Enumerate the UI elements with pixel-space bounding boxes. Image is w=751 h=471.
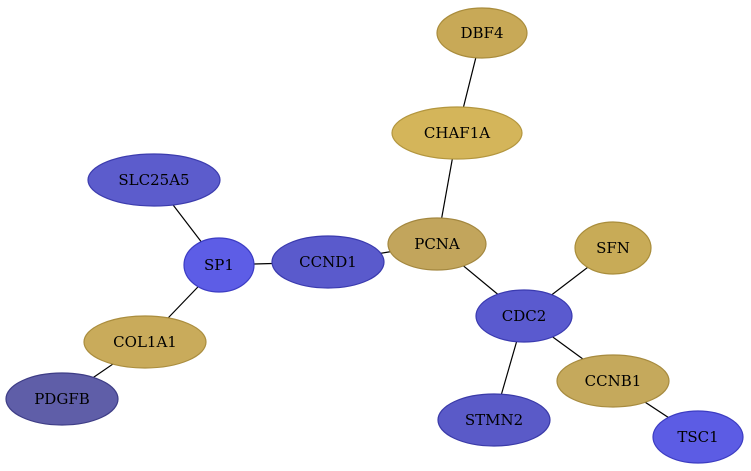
node-ellipse[interactable] [556, 354, 670, 408]
node-ellipse[interactable] [5, 372, 119, 426]
node-ellipse[interactable] [574, 221, 652, 275]
node-label: CCND1 [299, 253, 357, 271]
node-chaf1a[interactable]: CHAF1A [391, 106, 523, 160]
node-pdgfb[interactable]: PDGFB [5, 372, 119, 426]
node-ellipse[interactable] [83, 315, 207, 369]
node-label: PDGFB [34, 390, 90, 408]
node-label: COL1A1 [113, 333, 177, 351]
node-pcna[interactable]: PCNA [387, 217, 487, 271]
node-tsc1[interactable]: TSC1 [652, 410, 744, 464]
node-sfn[interactable]: SFN [574, 221, 652, 275]
node-ellipse[interactable] [436, 7, 528, 59]
node-ellipse[interactable] [87, 153, 221, 207]
node-label: DBF4 [460, 24, 503, 42]
node-label: TSC1 [677, 428, 718, 446]
node-ccnd1[interactable]: CCND1 [271, 235, 385, 289]
node-ellipse[interactable] [437, 393, 551, 447]
node-label: PCNA [414, 235, 460, 253]
node-sp1[interactable]: SP1 [183, 237, 255, 293]
node-label: CDC2 [502, 307, 547, 325]
node-slc25a5[interactable]: SLC25A5 [87, 153, 221, 207]
node-label: SFN [596, 239, 630, 257]
node-col1a1[interactable]: COL1A1 [83, 315, 207, 369]
node-label: STMN2 [465, 411, 523, 429]
node-label: SP1 [204, 256, 234, 274]
node-ellipse[interactable] [475, 289, 573, 343]
node-label: CCNB1 [585, 372, 642, 390]
node-label: SLC25A5 [118, 171, 189, 189]
node-label: CHAF1A [424, 124, 490, 142]
node-cdc2[interactable]: CDC2 [475, 289, 573, 343]
node-dbf4[interactable]: DBF4 [436, 7, 528, 59]
node-ellipse[interactable] [391, 106, 523, 160]
node-ellipse[interactable] [183, 237, 255, 293]
node-ccnb1[interactable]: CCNB1 [556, 354, 670, 408]
node-ellipse[interactable] [271, 235, 385, 289]
node-ellipse[interactable] [652, 410, 744, 464]
node-ellipse[interactable] [387, 217, 487, 271]
node-stmn2[interactable]: STMN2 [437, 393, 551, 447]
